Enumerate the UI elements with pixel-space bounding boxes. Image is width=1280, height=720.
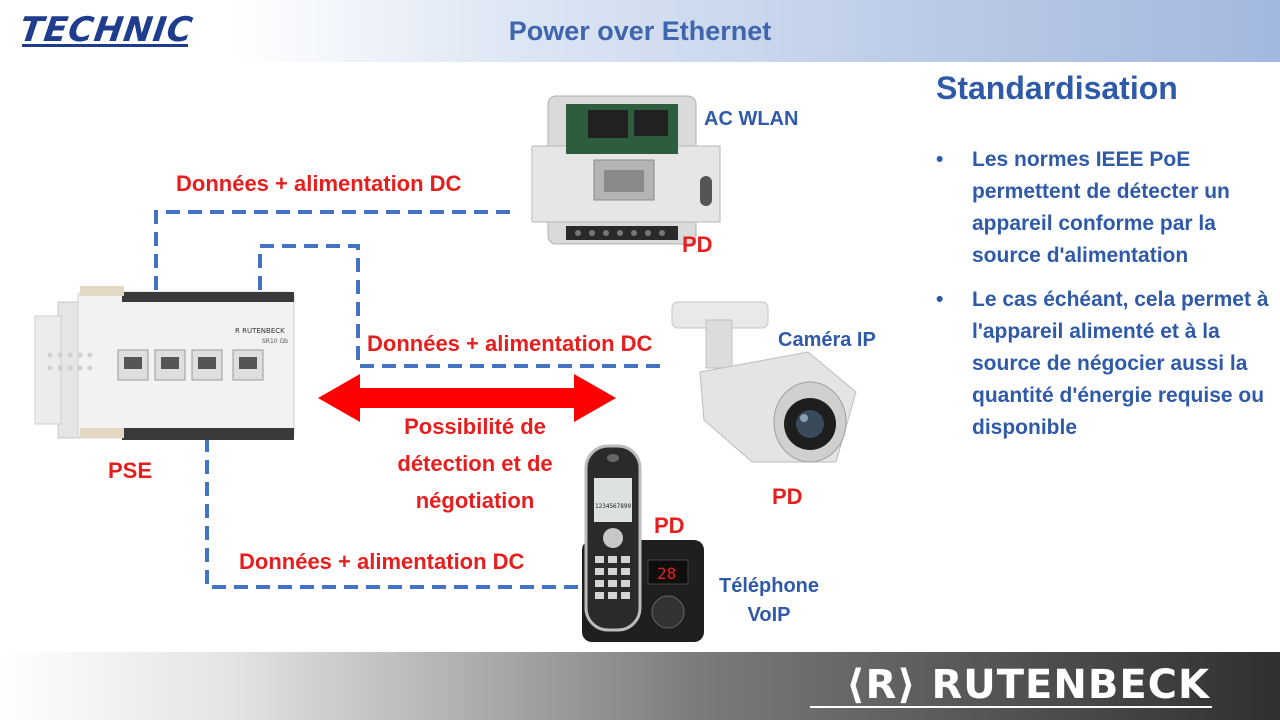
link-label-camera: Données + alimentation DC — [367, 331, 653, 356]
bullet-item: • Les normes IEEE PoE permettent de détec… — [936, 144, 1276, 272]
slide-title: Power over Ethernet — [508, 16, 772, 46]
standardisation-bullets: • Les normes IEEE PoE permettent de détec… — [936, 144, 1276, 456]
phone-label-line2: VoIP — [747, 604, 791, 626]
logo-underline — [22, 44, 188, 47]
phone-screen-number: 1234567890 — [595, 503, 632, 510]
switch-brand: R RUTENBECK — [235, 327, 285, 335]
link-ap — [154, 210, 510, 290]
bullet-dot-icon: • — [936, 288, 944, 311]
phone-base-display: 28 — [657, 564, 676, 583]
phone-label: Téléphone VoIP — [704, 572, 834, 630]
link-label-ap: Données + alimentation DC — [176, 171, 462, 196]
bullet-item: • Le cas échéant, cela permet à l'apparei… — [936, 284, 1276, 444]
pse-switch-icon: R RUTENBECK SR10 Gb — [34, 286, 295, 440]
voip-phone-icon: 28 1234567890 — [582, 444, 704, 642]
access-point-icon — [531, 95, 721, 245]
pd-label-ap: PD — [682, 232, 713, 257]
bullet-text: Le cas échéant, cela permet à l'appareil… — [972, 288, 1269, 439]
bullet-text: Les normes IEEE PoE permettent de détect… — [972, 148, 1230, 267]
arrow-caption-line1: Possibilité de — [404, 414, 546, 439]
arrow-caption-line2: détection et de — [397, 451, 553, 476]
arrow-caption: Possibilité de détection et de négotiati… — [375, 408, 575, 519]
switch-model: SR10 Gb — [262, 338, 288, 345]
double-arrow-icon — [318, 374, 616, 422]
link-camera — [258, 244, 660, 368]
ap-label: AC WLAN — [704, 108, 799, 130]
rutenbeck-logo: ⟨R⟩ RUTENBECK — [846, 662, 1210, 708]
header-bar — [0, 0, 1280, 62]
phone-label-line1: Téléphone — [718, 575, 819, 597]
standardisation-title: Standardisation — [936, 70, 1178, 106]
pd-label-camera: PD — [772, 484, 803, 509]
pd-label-phone: PD — [654, 513, 685, 538]
footer-bar — [0, 652, 1280, 720]
bullet-dot-icon: • — [936, 148, 944, 171]
ip-camera-icon — [671, 301, 857, 463]
camera-label: Caméra IP — [778, 329, 876, 351]
pse-label: PSE — [108, 458, 153, 483]
arrow-caption-line3: négotiation — [415, 488, 535, 513]
link-phone — [205, 438, 578, 589]
link-label-phone: Données + alimentation DC — [239, 549, 525, 574]
brand-underline — [810, 706, 1212, 708]
